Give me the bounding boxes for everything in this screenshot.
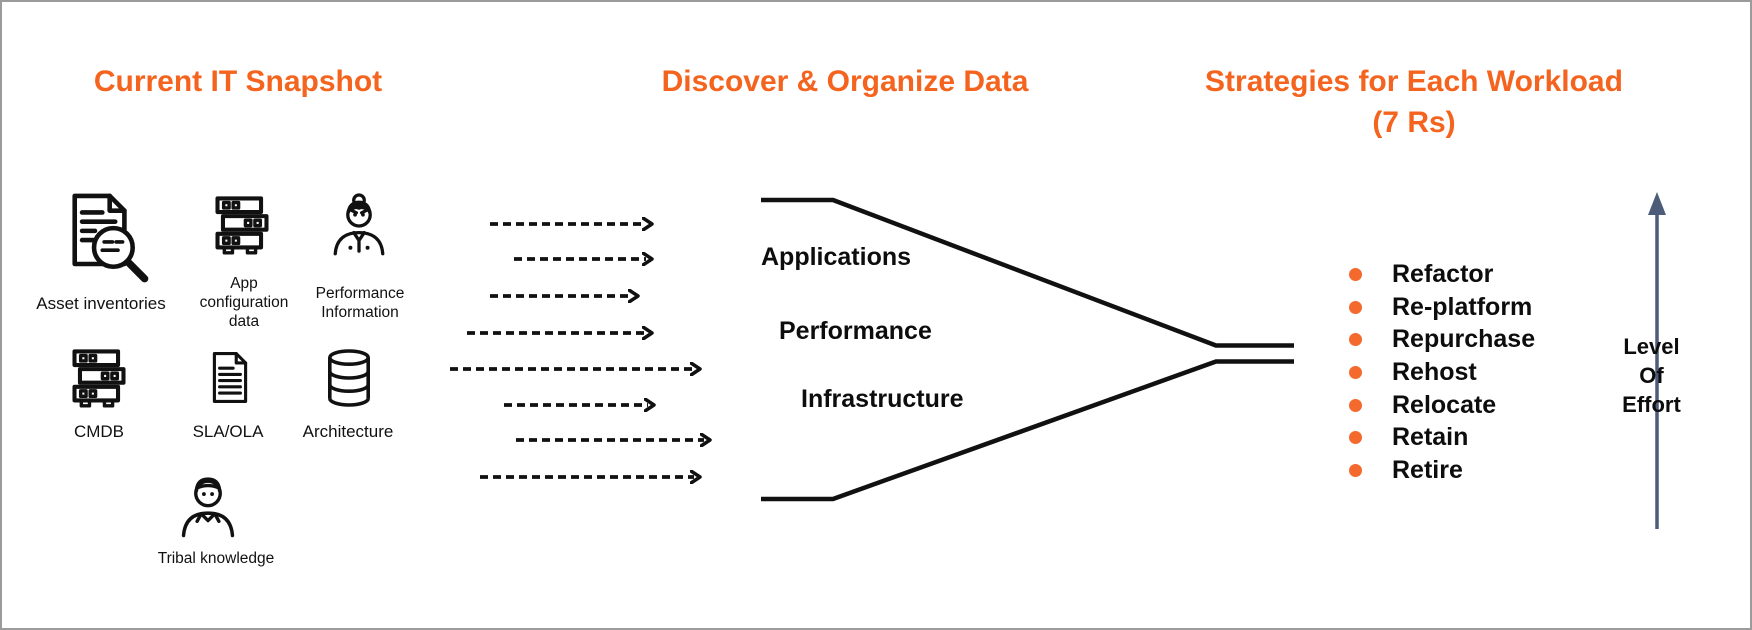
- strategy-replatform: Re-platform: [1392, 292, 1533, 321]
- list-item: Re-platform: [1349, 291, 1535, 324]
- funnel-bottom-line: [761, 359, 1294, 502]
- strategy-retire: Retire: [1392, 455, 1463, 484]
- strategy-repurchase: Repurchase: [1392, 325, 1536, 354]
- dashed-arrow-group: [450, 224, 704, 477]
- list-item: Rehost: [1349, 356, 1535, 389]
- strategy-relocate: Relocate: [1392, 390, 1497, 419]
- effort-line-of: Of: [1639, 363, 1664, 388]
- woman-analyst-icon: [333, 193, 385, 256]
- label-cmdb: CMDB: [73, 422, 125, 441]
- bullet-icon: [1349, 463, 1362, 477]
- effort-line-effort: Effort: [1622, 392, 1681, 417]
- list-item: Relocate: [1349, 389, 1535, 422]
- label-asset-inventories: Asset inventories: [36, 294, 166, 313]
- list-item: Retain: [1349, 421, 1535, 454]
- heading-current-it-snapshot: Current IT Snapshot: [93, 65, 383, 98]
- label-sla-ola: SLA/OLA: [192, 422, 264, 441]
- strategy-retain: Retain: [1392, 423, 1469, 452]
- label-app-configuration-data: App configuration data: [199, 275, 289, 330]
- heading-discover-organize-data: Discover & Organize Data: [661, 65, 1029, 98]
- strategies-list: Refactor Re-platform Repurchase Rehost R…: [1349, 258, 1535, 487]
- effort-line-level: Level: [1623, 334, 1680, 359]
- list-item: Retire: [1349, 454, 1535, 487]
- document-magnifier-icon: [72, 193, 149, 283]
- funnel-label-infrastructure: Infrastructure: [801, 385, 964, 413]
- funnel-label-applications: Applications: [761, 243, 912, 271]
- level-of-effort-label: Level Of Effort: [1594, 332, 1709, 419]
- strategy-refactor: Refactor: [1392, 259, 1494, 288]
- man-icon: [181, 477, 235, 538]
- server-stack-icon: [72, 349, 126, 408]
- strategy-rehost: Rehost: [1392, 357, 1477, 386]
- list-item: Refactor: [1349, 258, 1535, 291]
- funnel-label-performance: Performance: [779, 317, 932, 345]
- heading-strategies-line2: (7 Rs): [1372, 106, 1456, 139]
- list-item: Repurchase: [1349, 323, 1535, 356]
- bullet-icon: [1349, 431, 1362, 445]
- label-tribal-knowledge: Tribal knowledge: [157, 550, 275, 567]
- bullet-icon: [1349, 267, 1362, 281]
- bullet-icon: [1349, 300, 1362, 314]
- heading-strategies-line1: Strategies for Each Workload: [1205, 65, 1623, 98]
- database-icon: [328, 349, 370, 407]
- bullet-icon: [1349, 365, 1362, 379]
- document-icon: [212, 352, 248, 403]
- label-performance-information: Performance Information: [315, 285, 405, 321]
- server-stack-icon: [215, 196, 269, 255]
- label-architecture: Architecture: [302, 422, 394, 441]
- bullet-icon: [1349, 398, 1362, 412]
- bullet-icon: [1349, 333, 1362, 347]
- arrow-up-icon: [1648, 192, 1666, 215]
